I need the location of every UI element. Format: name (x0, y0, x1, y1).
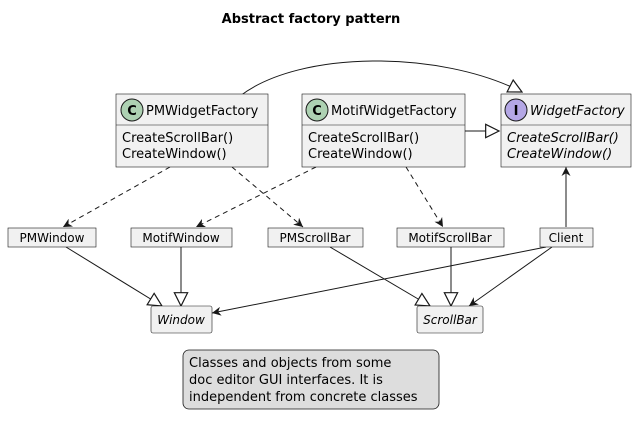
abstract-method: CreateScrollBar() (507, 131, 619, 146)
method: CreateScrollBar() (122, 131, 233, 146)
abstract-class-scrollbar[interactable]: ScrollBar (416, 305, 484, 334)
edge-pm-factory-implements-widget-factory (239, 60, 524, 97)
class-motif-scrollbar[interactable]: MotifScrollBar (396, 227, 505, 248)
edge-motif-factory-creates-motif-scrollbar (405, 166, 444, 228)
stereotype-letter: C (127, 104, 137, 119)
class-pm-window[interactable]: PMWindow (7, 227, 97, 248)
class-name: Window (157, 313, 205, 327)
interface-stereotype-icon (504, 98, 528, 122)
abstract-method: CreateWindow() (507, 147, 612, 162)
stereotype-letter: I (514, 104, 519, 119)
class-name: MotifScrollBar (408, 231, 491, 245)
method: CreateWindow() (122, 147, 227, 162)
note-line: independent from concrete classes (189, 390, 418, 405)
class-stereotype-icon (305, 98, 329, 122)
class-stereotype-icon (120, 98, 144, 122)
class-client[interactable]: Client (539, 227, 594, 248)
note: Classes and objects from some doc editor… (182, 349, 440, 410)
interface-widget-factory[interactable]: I WidgetFactory CreateScrollBar() Create… (500, 93, 632, 168)
edge-motif-factory-creates-motif-window (195, 166, 317, 228)
class-pm-scrollbar[interactable]: PMScrollBar (267, 227, 364, 248)
edge-client-uses-scrollbar (468, 246, 553, 307)
interface-name: WidgetFactory (530, 104, 625, 119)
note-line: doc editor GUI interfaces. It is (189, 373, 383, 388)
class-name: MotifWidgetFactory (331, 104, 457, 119)
class-name: PMScrollBar (279, 231, 350, 245)
stereotype-letter: C (312, 104, 322, 119)
diagram-title: Abstract factory pattern (222, 12, 401, 27)
class-pm-widget-factory[interactable]: C PMWidgetFactory CreateScrollBar() Crea… (115, 93, 269, 168)
abstract-class-window[interactable]: Window (150, 305, 213, 334)
edge-pm-scrollbar-extends-scrollbar (329, 246, 432, 307)
note-line: Classes and objects from some (189, 356, 391, 371)
class-name: MotifWindow (142, 231, 219, 245)
edge-pm-window-extends-window (65, 246, 164, 307)
method: CreateScrollBar() (308, 131, 419, 146)
method: CreateWindow() (308, 147, 413, 162)
class-motif-widget-factory[interactable]: C MotifWidgetFactory CreateScrollBar() C… (301, 93, 466, 168)
class-name: Client (549, 231, 584, 245)
edge-client-uses-window (211, 246, 547, 316)
class-name: ScrollBar (423, 313, 478, 327)
class-name: PMWindow (20, 231, 85, 245)
class-motif-window[interactable]: MotifWindow (130, 227, 233, 248)
class-name: PMWidgetFactory (146, 104, 259, 119)
edge-pm-factory-creates-pm-window (62, 166, 171, 228)
edge-pm-factory-creates-pm-scrollbar (231, 166, 304, 228)
